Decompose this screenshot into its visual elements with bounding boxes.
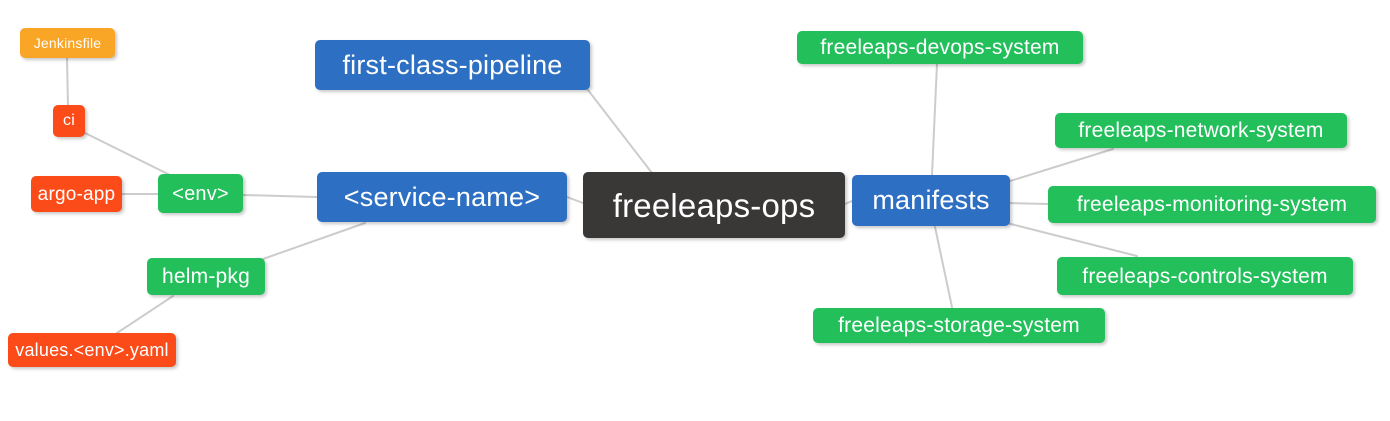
node-service-name[interactable]: <service-name> bbox=[317, 172, 567, 222]
edge-manifests-to-devops-system bbox=[931, 63, 938, 176]
edge-helm-pkg-to-service-name bbox=[262, 222, 366, 260]
node-values-env-yaml[interactable]: values.<env>.yaml bbox=[8, 333, 176, 367]
edge-manifests-to-controls-system bbox=[1006, 222, 1138, 257]
edge-service-name-to-freeleaps-ops bbox=[566, 196, 584, 204]
edge-env-to-service-name bbox=[242, 194, 318, 198]
edge-manifests-to-monitoring-system bbox=[1007, 202, 1049, 205]
edge-freeleaps-ops-to-manifests bbox=[844, 200, 853, 205]
edge-manifests-to-storage-system bbox=[934, 226, 953, 308]
node-controls-system[interactable]: freeleaps-controls-system bbox=[1057, 257, 1353, 295]
node-jenkinsfile[interactable]: Jenkinsfile bbox=[20, 28, 115, 58]
node-ci[interactable]: ci bbox=[53, 105, 85, 137]
edge-first-class-pipeline-to-freeleaps-ops bbox=[587, 89, 653, 174]
edge-values-env-yaml-to-helm-pkg bbox=[116, 295, 174, 334]
edge-manifests-to-network-system bbox=[1006, 148, 1114, 183]
node-storage-system[interactable]: freeleaps-storage-system bbox=[813, 308, 1105, 343]
node-argo-app[interactable]: argo-app bbox=[31, 176, 122, 212]
edge-jenkinsfile-to-ci bbox=[66, 57, 69, 108]
node-manifests[interactable]: manifests bbox=[852, 175, 1010, 226]
node-freeleaps-ops[interactable]: freeleaps-ops bbox=[583, 172, 845, 238]
node-devops-system[interactable]: freeleaps-devops-system bbox=[797, 31, 1083, 64]
node-first-class-pipeline[interactable]: first-class-pipeline bbox=[315, 40, 590, 90]
node-env[interactable]: <env> bbox=[158, 174, 243, 213]
node-network-system[interactable]: freeleaps-network-system bbox=[1055, 113, 1347, 148]
node-helm-pkg[interactable]: helm-pkg bbox=[147, 258, 265, 295]
edge-ci-to-env bbox=[82, 131, 177, 179]
node-monitoring-system[interactable]: freeleaps-monitoring-system bbox=[1048, 186, 1376, 223]
